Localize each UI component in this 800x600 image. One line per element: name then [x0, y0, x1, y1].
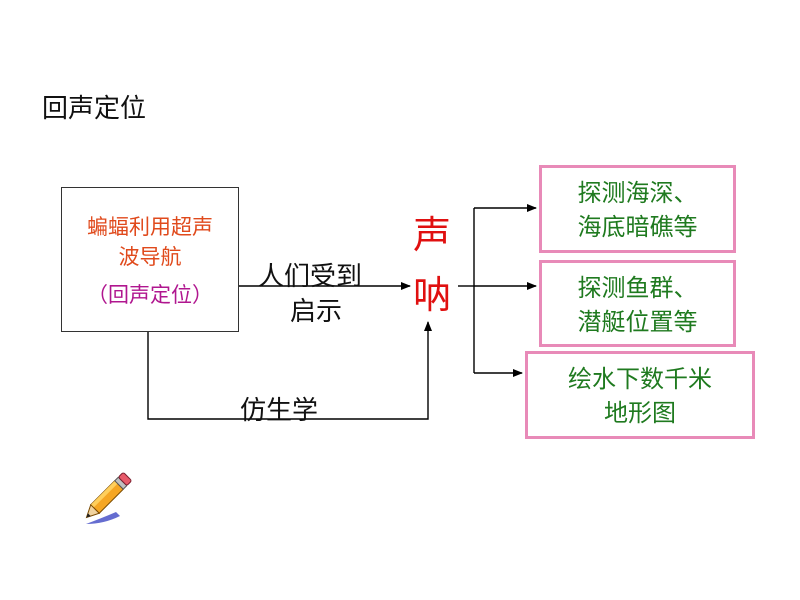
- bionic-label: 仿生学: [240, 396, 319, 426]
- application-3-line-2: 地形图: [604, 399, 676, 427]
- application-2-line-2: 潜艇位置等: [577, 308, 698, 336]
- sonar-char-2: 呐: [413, 273, 452, 317]
- application-3-line-1: 绘水下数千米: [568, 365, 712, 393]
- application-2-line-1: 探测鱼群、: [577, 274, 698, 302]
- application-1-line-1: 探测海深、: [577, 179, 698, 207]
- source-text-line-2: 波导航: [118, 245, 182, 269]
- sonar-char-1: 声: [413, 213, 452, 257]
- inspired-label-line-2: 启示: [290, 297, 343, 327]
- pencil-icon[interactable]: [72, 462, 142, 532]
- page-title: 回声定位: [42, 94, 147, 124]
- source-text-line-3: （回声定位）: [87, 283, 213, 307]
- application-1-line-2: 海底暗礁等: [577, 213, 698, 241]
- application-box-1: 探测海深、 海底暗礁等: [539, 165, 736, 253]
- application-box-2: 探测鱼群、 潜艇位置等: [539, 260, 736, 347]
- source-box: 蝙蝠利用超声 波导航 （回声定位）: [61, 187, 239, 332]
- source-text-line-1: 蝙蝠利用超声: [87, 215, 213, 239]
- application-box-3: 绘水下数千米 地形图: [525, 351, 755, 439]
- inspired-label-line-1: 人们受到: [258, 262, 363, 292]
- arrow-bionic-path: [147, 321, 432, 420]
